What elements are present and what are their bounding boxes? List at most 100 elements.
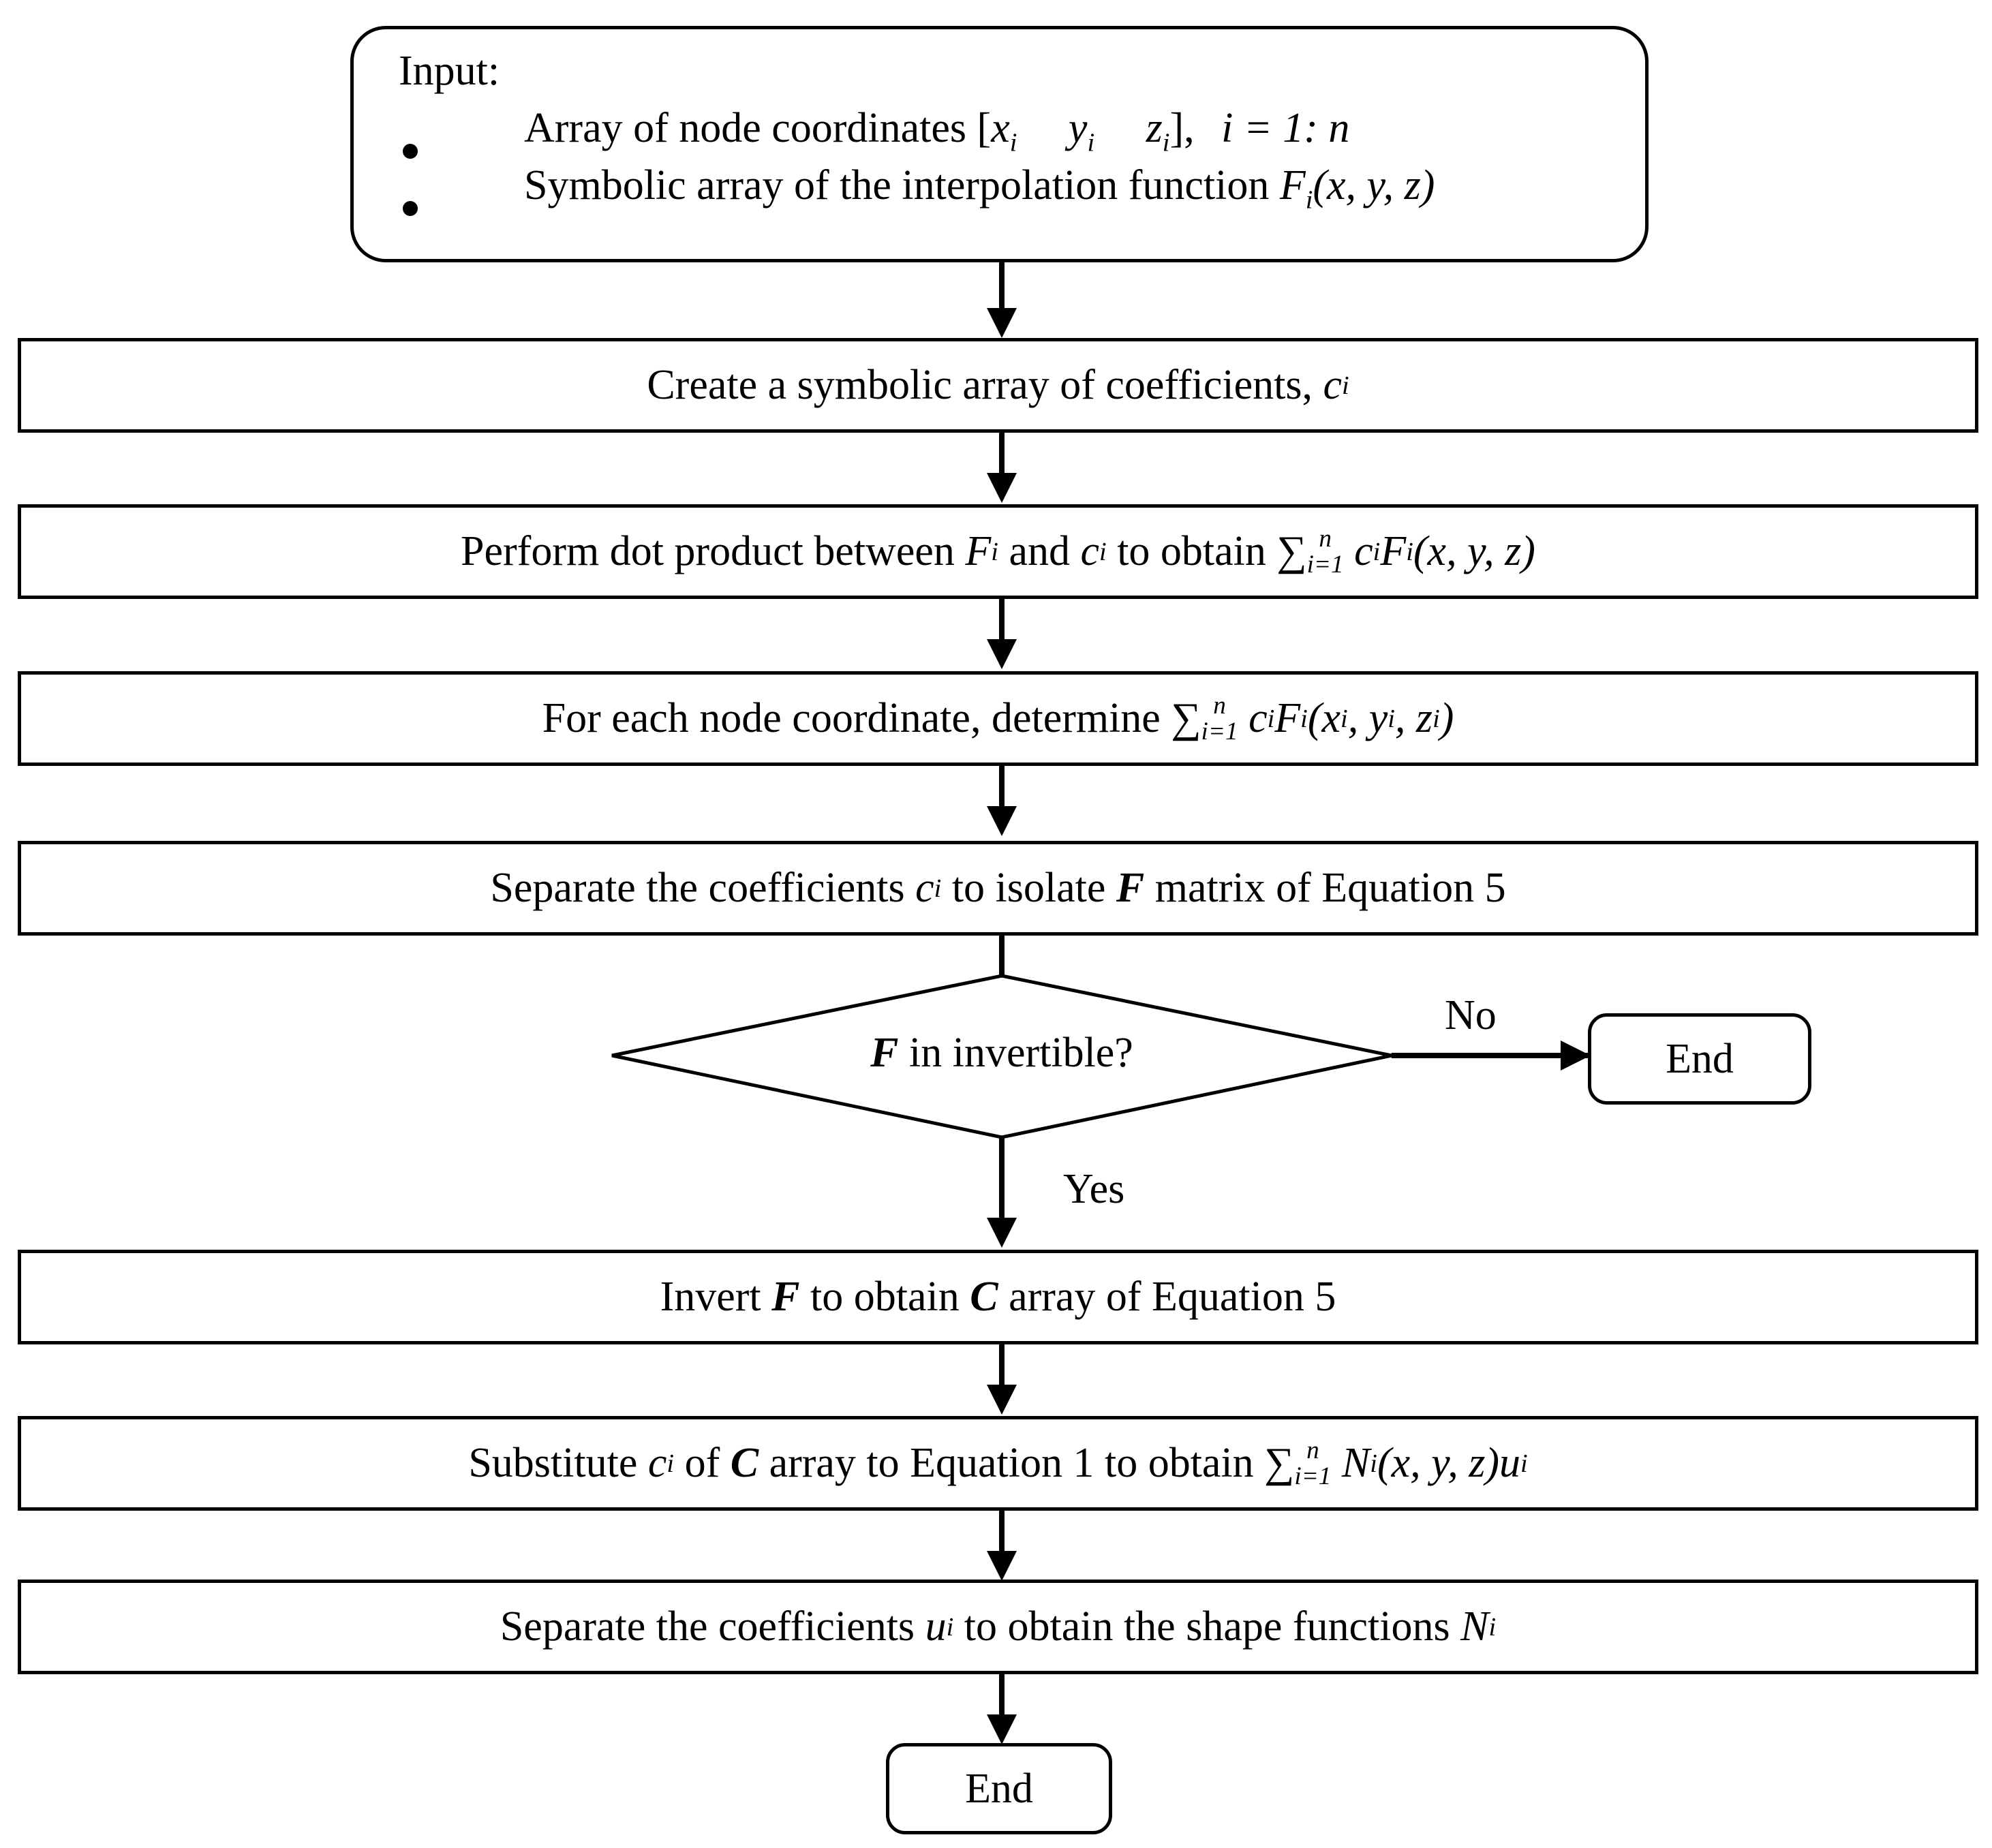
input-item-coordinates: Array of node coordinates [xi yi zi], i … [524,105,1350,157]
step-text: of [684,1440,720,1486]
step-text: Substitute [468,1440,638,1486]
math-c: c [1354,528,1373,574]
connector-line [999,433,1005,475]
sum-lower: i=1 [1306,550,1344,579]
math-F: F [1279,162,1306,209]
sub-i: i [1162,128,1170,157]
math-u: u [1499,1440,1520,1486]
math-c: c [1080,528,1099,574]
index-range: i = 1: n [1221,105,1350,151]
step-text: Perform dot product between [461,528,955,574]
math-args: (x, y, z) [1377,1440,1499,1486]
sub-i: i [1099,537,1107,566]
sub-i: i [1370,1449,1377,1478]
sub-i: i [1342,371,1349,400]
input-item-coordinates-text: Array of node coordinates [524,105,967,151]
math-c: c [1248,695,1268,741]
sub-i: i [1373,537,1381,566]
end-final: End [886,1743,1112,1834]
sub-i: i [1305,185,1313,215]
step-create-coefficients: Create a symbolic array of coefficients,… [18,338,1978,433]
bullet-icon [403,201,418,216]
math-args: (x, y, z) [1413,528,1535,574]
arrow-down-icon [987,308,1017,338]
decision-text: F in invertible? [845,1029,1159,1077]
arrow-down-icon [987,1218,1017,1248]
math-F: F [965,528,992,574]
connector-line [999,262,1005,310]
end-no: End [1588,1013,1811,1105]
math-c: c [1323,362,1342,408]
step-text: to isolate [951,865,1106,911]
math-N: N [1341,1440,1370,1486]
input-heading: Input: [399,48,500,94]
step-text: to obtain the shape functions [964,1603,1450,1650]
sum-lower: i=1 [1201,717,1238,745]
input-item-function-text: Symbolic array of the interpolation func… [524,162,1270,209]
connector-line [999,599,1005,641]
math-C-bold: C [730,1440,759,1486]
bullet-icon [403,144,418,159]
sub-i: i [1388,704,1395,733]
math-F: F [1274,695,1301,741]
connector-line [1392,1053,1589,1058]
connector-line [999,1674,1005,1716]
input-item-function: Symbolic array of the interpolation func… [524,161,1435,215]
math-u: u [925,1603,947,1650]
connector-line [999,936,1005,978]
sum-symbol: ∑ [1276,528,1307,574]
connector-line [999,1137,1005,1192]
step-text: array of Equation 5 [1009,1274,1336,1320]
math-F-bold: F [771,1274,800,1320]
arrow-down-icon [987,1385,1017,1415]
step-text: to obtain [810,1274,960,1320]
math-F-bold: F [870,1030,899,1076]
yes-label: Yes [1063,1166,1125,1212]
connector-line [999,1189,1005,1220]
sub-i: i [1340,704,1348,733]
math-z: z [1146,105,1163,151]
math-c: c [915,865,934,911]
step-text: array to Equation 1 to obtain [769,1440,1254,1486]
sub-i: i [1087,128,1095,157]
step-text: and [1009,528,1070,574]
step-text: to obtain [1117,528,1266,574]
arrow-down-icon [987,1714,1017,1744]
math-F: F [1380,528,1407,574]
step-invert-F: Invert F to obtain C array of Equation 5 [18,1250,1978,1344]
sub-i: i [946,1612,954,1642]
arrow-down-icon [987,1551,1017,1581]
sum-symbol: ∑ [1264,1440,1295,1486]
sub-i: i [1488,1612,1497,1642]
sum-upper: n [1306,1436,1319,1465]
sub-i: i [1300,704,1308,733]
math-C-bold: C [970,1274,998,1320]
sub-i: i [1432,704,1440,733]
step-text: matrix of Equation 5 [1154,865,1506,911]
sum-symbol: ∑ [1171,695,1201,741]
math-args: (x, y, z) [1313,162,1435,209]
sum-upper: n [1213,692,1226,720]
sum-lower: i=1 [1294,1462,1332,1490]
input-box: Input: Array of node coordinates [xi yi … [350,26,1649,262]
sub-i: i [666,1449,675,1478]
decision-question: in invertible? [909,1030,1133,1076]
step-text: Invert [660,1274,761,1320]
sub-i: i [1009,128,1017,157]
sum-upper: n [1319,525,1332,553]
math-N: N [1460,1603,1489,1650]
connector-line [999,766,1005,808]
math-F-bold: F [1116,865,1145,911]
step-text: Separate the coefficients [490,865,905,911]
math-y: y [1068,105,1088,151]
arrow-right-icon [1561,1041,1591,1071]
arrow-down-icon [987,806,1017,836]
step-text: Separate the coefficients [500,1603,915,1650]
sub-i: i [934,874,942,903]
connector-line [999,1344,1005,1387]
